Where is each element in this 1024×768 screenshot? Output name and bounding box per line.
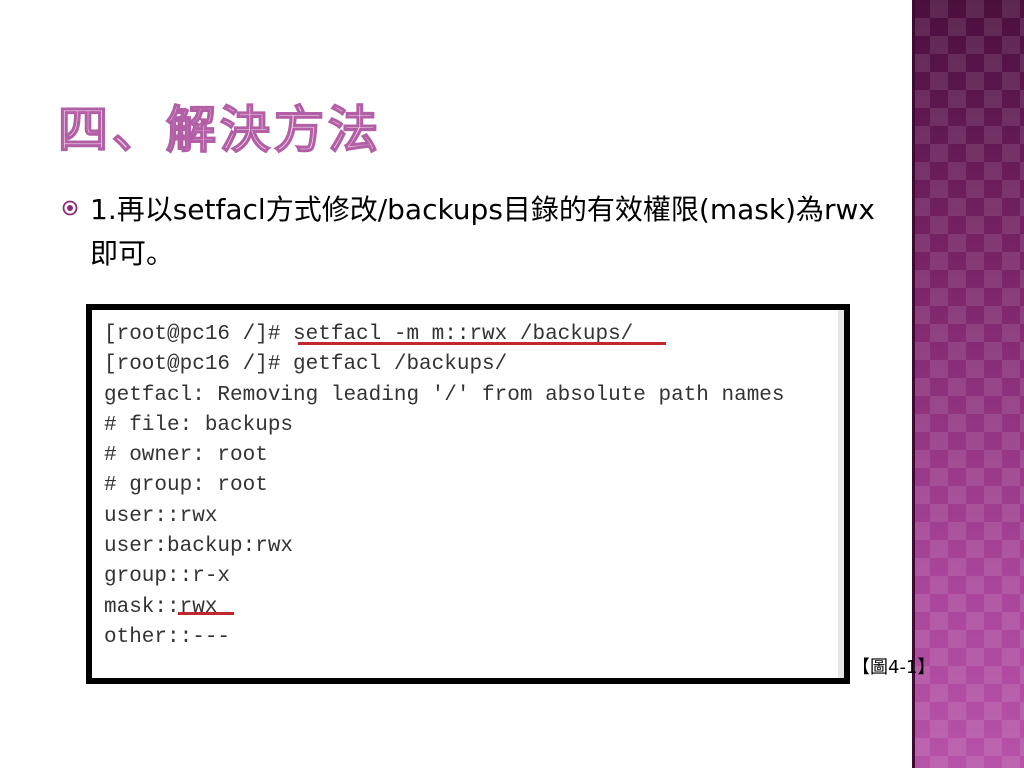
terminal-line: [root@pc16 /]# getfacl /backups/ [104, 353, 508, 377]
terminal-output: [root@pc16 /]# setfacl -m m::rwx /backup… [92, 310, 844, 678]
slide-title: 四、解決方法 [57, 100, 382, 160]
terminal-line: mask::rwx [104, 595, 218, 619]
side-band-edge [912, 0, 915, 768]
bullet-item: 1.再以setfacl方式修改/backups目錄的有效權限(mask)為rwx… [62, 188, 892, 276]
mask-underline [178, 612, 234, 615]
terminal-line: # file: backups [104, 413, 294, 437]
terminal-line: [root@pc16 /]# setfacl -m m::rwx /backup… [104, 323, 634, 346]
figure-caption: 【圖4-1】 [852, 657, 936, 678]
terminal-line: getfacl: Removing leading '/' from absol… [104, 383, 785, 407]
bullet-text: 1.再以setfacl方式修改/backups目錄的有效權限(mask)為rwx… [90, 193, 875, 270]
terminal-screenshot: [root@pc16 /]# setfacl -m m::rwx /backup… [86, 304, 850, 684]
terminal-line: user:backup:rwx [104, 535, 294, 559]
terminal-line: user::rwx [104, 504, 218, 528]
terminal-line: other::--- [104, 625, 231, 649]
side-decoration-band [912, 0, 1024, 768]
command-underline [298, 342, 666, 345]
circled-dot-icon [62, 200, 78, 216]
terminal-line: # group: root [104, 474, 268, 498]
terminal-line: # owner: root [104, 444, 268, 468]
terminal-line: group::r-x [104, 565, 231, 589]
